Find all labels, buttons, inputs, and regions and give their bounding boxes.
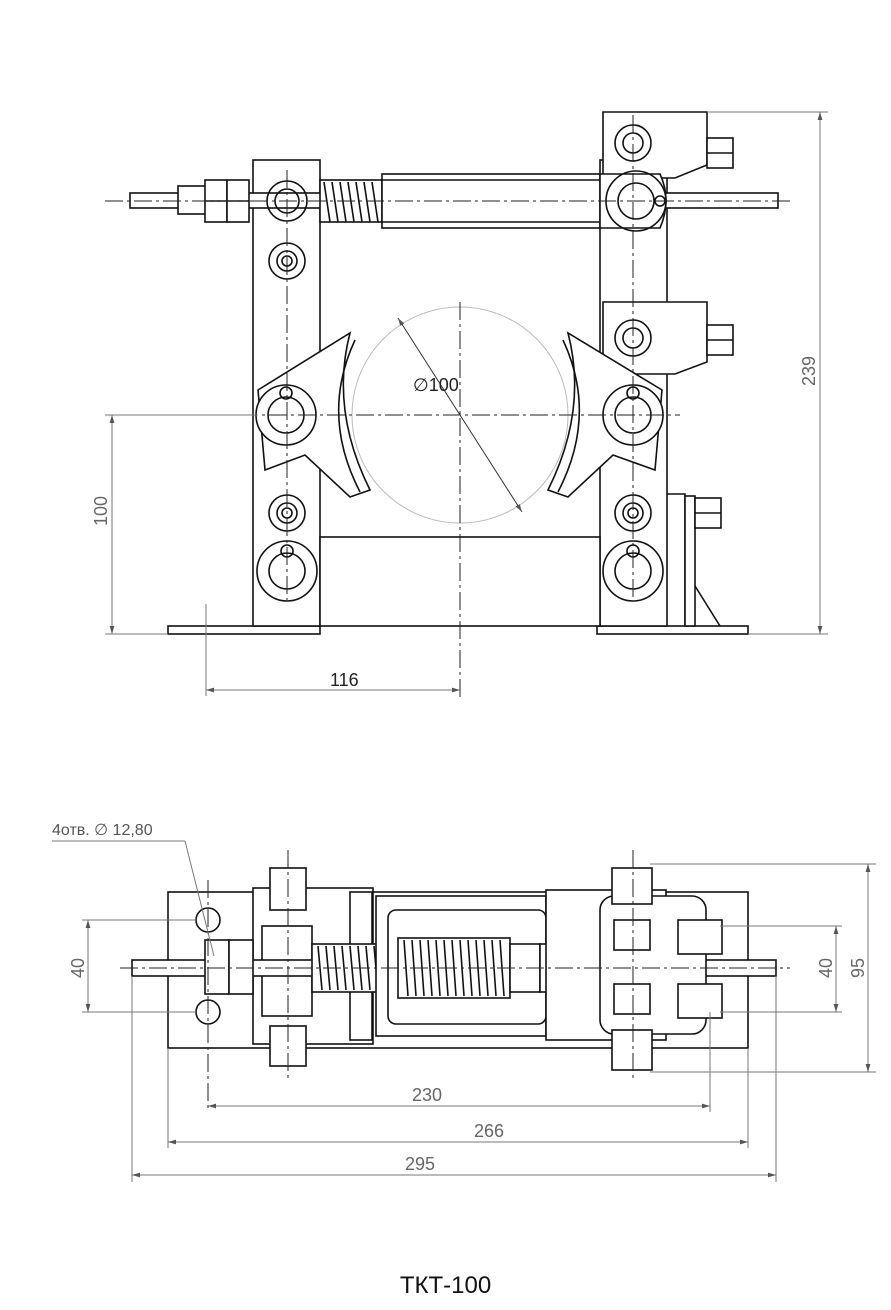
base-plate-left xyxy=(167,625,321,635)
dim-hole-spacing-right: 40 xyxy=(720,925,842,1013)
upper-hook-bracket xyxy=(602,111,708,179)
front-view: ∅100 239 100 116 xyxy=(91,111,828,700)
dim-base-width: 95 xyxy=(650,863,876,1073)
svg-text:230: 230 xyxy=(412,1085,442,1105)
diameter-leader xyxy=(397,317,523,513)
dim-hole-centers: 230 xyxy=(208,1012,711,1112)
dim-axis-height: 100 xyxy=(91,414,258,635)
svg-text:266: 266 xyxy=(474,1121,504,1141)
svg-text:295: 295 xyxy=(405,1154,435,1174)
svg-text:116: 116 xyxy=(330,670,359,690)
top-view: 4отв. ∅ 12,80 40 40 95 2 xyxy=(52,822,876,1182)
svg-text:100: 100 xyxy=(91,496,111,526)
svg-text:239: 239 xyxy=(799,356,819,386)
dim-hole-spacing-left: 40 xyxy=(68,919,196,1013)
dim-total-length: 295 xyxy=(131,976,777,1182)
dim-height-total: 239 xyxy=(707,111,828,635)
svg-text:40: 40 xyxy=(68,958,88,978)
drawing-caption: ТКТ-100 xyxy=(399,1272,492,1299)
dim-axis-offset: 116 xyxy=(205,604,460,696)
hole-note: 4отв. ∅ 12,80 xyxy=(52,822,215,957)
diameter-label: ∅100 xyxy=(413,375,459,395)
dim-base-length: 266 xyxy=(167,1048,749,1148)
base-plate-right xyxy=(596,625,749,635)
svg-text:4отв. ∅ 12,80: 4отв. ∅ 12,80 xyxy=(52,822,153,839)
svg-text:40: 40 xyxy=(816,958,836,978)
svg-text:95: 95 xyxy=(848,958,868,978)
